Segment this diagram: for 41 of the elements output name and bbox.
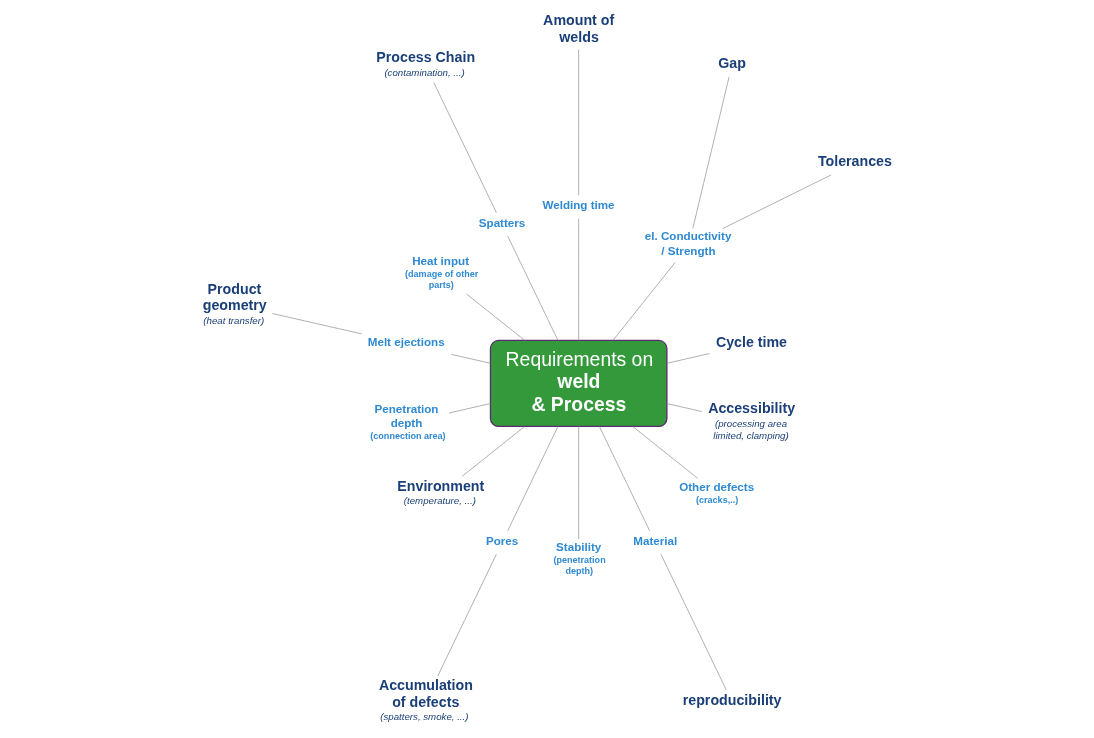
node-text: Tolerances	[817, 153, 892, 170]
connector	[612, 261, 676, 341]
node-text: Pores	[485, 533, 519, 547]
connector	[578, 426, 580, 540]
connector	[666, 353, 710, 364]
connector	[578, 49, 580, 196]
connector	[692, 76, 730, 229]
node-text: reproducibility	[682, 691, 782, 708]
connector	[632, 426, 698, 479]
node-text: Other defects (cracks,..)	[679, 479, 755, 505]
node-text: Stability (penetration depth)	[553, 540, 606, 577]
connector	[433, 82, 497, 213]
connector	[450, 353, 491, 364]
connector	[722, 174, 832, 229]
node-text: Process Chain (contamination, ...)	[376, 49, 476, 78]
connector	[448, 403, 491, 414]
node-text: Penetration depth (connection area)	[370, 401, 446, 441]
node-text: Accumulation of defects (spatters, smoke, ...)	[378, 677, 473, 723]
node-text: Melt ejections	[367, 335, 445, 349]
node-text: Environment (temperature, ...)	[397, 477, 485, 506]
node-text: Cycle time	[715, 334, 788, 351]
node-text: Product geometry (heat transfer)	[202, 280, 267, 326]
node-box: Requirements on weld & Process	[489, 339, 668, 428]
connector	[461, 426, 525, 477]
node-text: Heat input (damage of other parts)	[405, 253, 479, 290]
connector	[660, 553, 727, 691]
node-text: Gap	[718, 55, 746, 72]
node-text: Amount of welds	[543, 11, 615, 45]
connector	[507, 426, 559, 532]
node-text: Spatters	[478, 215, 526, 229]
connector	[666, 403, 703, 412]
node-text: Welding time	[542, 198, 615, 212]
connector	[578, 218, 580, 341]
connector	[507, 235, 559, 341]
connector	[599, 426, 651, 532]
node-text: Accessibility (processing area limited, clamping)	[708, 400, 796, 441]
connector	[466, 293, 525, 341]
node-text: Material	[633, 533, 678, 547]
connector	[272, 313, 362, 335]
connector	[437, 553, 497, 677]
node-text: el. Conductivity / Strength	[644, 229, 732, 257]
